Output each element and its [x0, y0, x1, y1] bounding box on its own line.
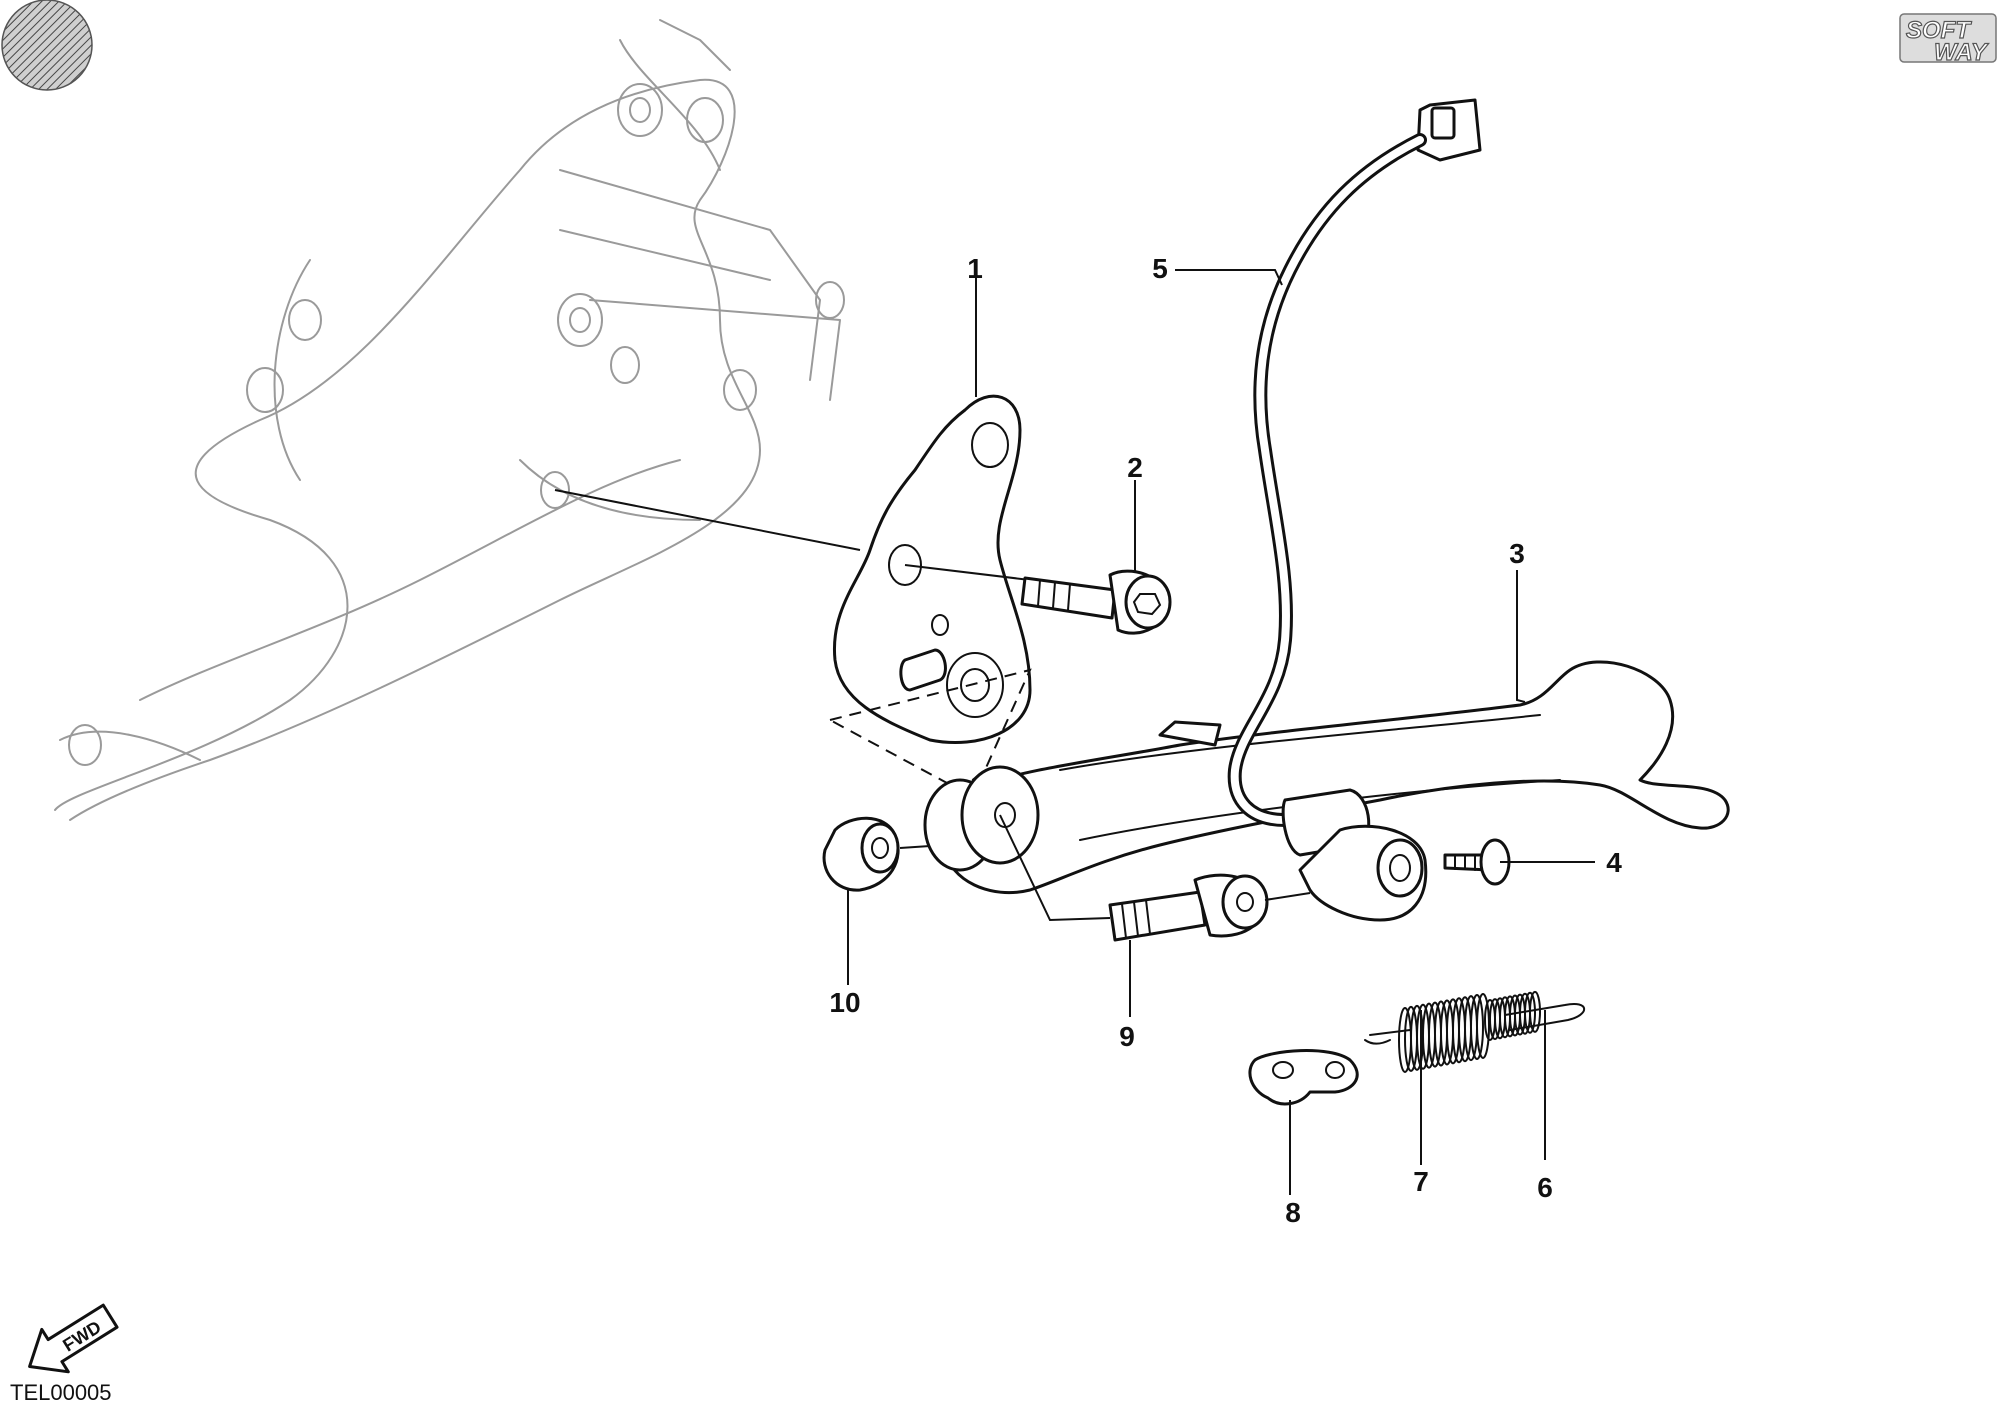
part-8-hook-plate	[1248, 1049, 1359, 1106]
part-9-pivot-bolt	[1108, 873, 1269, 942]
engine-casing-ghost	[54, 19, 845, 821]
callout-3: 3	[1509, 538, 1525, 569]
fwd-arrow-icon: FWD	[28, 1303, 119, 1374]
part-7-inner-spring	[1364, 992, 1490, 1073]
logo-line-2: WAY	[1934, 39, 1989, 66]
callout-8: 8	[1285, 1197, 1301, 1228]
callout-7: 7	[1413, 1166, 1429, 1197]
bolt-axis-line	[904, 564, 1031, 581]
mount-axis-line	[554, 489, 861, 551]
callout-leaders	[847, 269, 1595, 1195]
callout-10: 10	[829, 987, 860, 1018]
part-5-switch-cable	[1227, 98, 1482, 922]
bushing-axis-line	[899, 845, 931, 849]
callout-9: 9	[1119, 1021, 1135, 1052]
callout-1: 1	[967, 253, 983, 284]
spring-coil	[1529, 990, 1541, 1033]
callout-6: 6	[1537, 1172, 1553, 1203]
part-1-bracket	[832, 394, 1032, 745]
drawing-code: TEL00005	[10, 1380, 112, 1405]
callout-4: 4	[1606, 847, 1622, 878]
spring-coil	[1470, 994, 1484, 1061]
logo-line-1: SOFT	[1906, 17, 1972, 44]
bolt-9-guide-line	[999, 814, 1111, 922]
callout-5: 5	[1152, 253, 1168, 284]
part-3-side-stand	[923, 660, 1730, 895]
spring-coil	[1524, 991, 1536, 1034]
part-2-bolt	[1020, 569, 1172, 635]
part-10-bushing	[822, 816, 900, 892]
part-6-outer-spring	[1484, 990, 1586, 1041]
callout-2: 2	[1127, 452, 1143, 483]
pivot-axis-line	[1264, 892, 1311, 901]
part-4-screw	[1443, 838, 1511, 886]
hatched-circle-icon	[1, 0, 93, 91]
spring-coil	[1476, 992, 1490, 1059]
brand-logo: SOFT WAY	[1899, 13, 1997, 67]
